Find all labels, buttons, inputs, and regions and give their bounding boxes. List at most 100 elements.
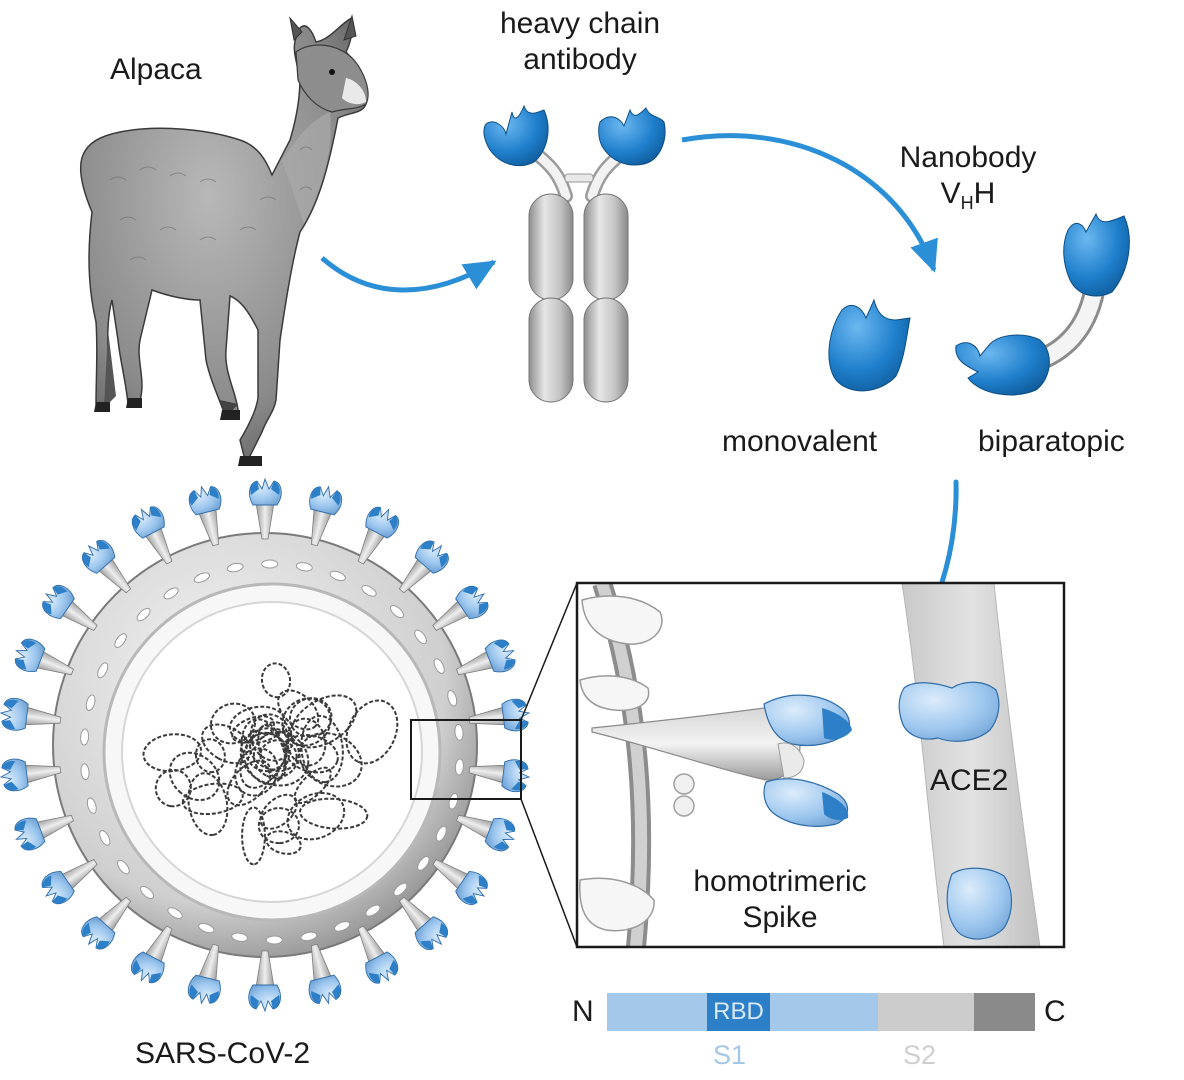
rbd-segment — [707, 993, 770, 1031]
rna-coil — [239, 721, 290, 789]
arrow-antibody-to-nanobody — [681, 133, 938, 273]
s1-label: S1 — [713, 1040, 747, 1070]
virus-spike — [456, 639, 516, 676]
spike-domain-bar — [607, 993, 1035, 1031]
rna-coil — [284, 733, 339, 774]
virus-spike — [82, 540, 132, 594]
zoom-line-top — [520, 582, 578, 721]
membrane-protein — [114, 633, 127, 648]
membrane-protein — [99, 830, 111, 846]
s2-segment-dark — [974, 993, 1035, 1031]
membrane-protein — [365, 904, 381, 917]
c-terminus-label: C — [1044, 995, 1066, 1028]
rna-coil — [194, 738, 226, 774]
membrane-protein — [261, 559, 279, 569]
heavy-chain-label-line2: antibody — [523, 43, 637, 76]
membrane-protein — [167, 907, 183, 919]
virus-spike — [308, 943, 342, 1005]
membrane-protein — [393, 882, 408, 897]
heavy-chain-label-line1: heavy chain — [499, 7, 661, 40]
virus-spike — [456, 814, 516, 852]
virus-spike — [398, 540, 449, 594]
membrane-protein — [80, 728, 90, 746]
virus-spike — [432, 585, 489, 631]
rna-coil — [293, 766, 332, 804]
rna-coil — [231, 715, 275, 744]
membrane-protein — [435, 825, 447, 842]
rna-coil — [299, 797, 369, 830]
sars-cov-2-virion — [0, 477, 531, 1013]
membrane-protein — [389, 604, 404, 619]
rna-coil — [239, 727, 310, 787]
zoom-line-bottom — [520, 798, 578, 948]
biparatopic-label: biparatopic — [978, 425, 1125, 458]
s2-label: S2 — [903, 1040, 937, 1070]
membrane-protein — [80, 763, 90, 781]
virus-spike — [357, 506, 399, 565]
nanobody-label-line1: Nanobody — [899, 141, 1037, 174]
membrane-protein — [198, 922, 215, 934]
rna-coil — [168, 751, 221, 802]
rna-coil — [249, 713, 294, 762]
membrane-protein — [329, 570, 346, 582]
spike-label-line1: homotrimeric — [693, 865, 867, 898]
virus-spike — [131, 925, 173, 984]
virus-spike — [131, 506, 173, 565]
heavy-chain-antibody-label: heavy chain antibody — [470, 6, 690, 78]
membrane-protein — [97, 662, 109, 679]
membrane-protein — [447, 690, 458, 707]
vhh-subscript: H — [960, 193, 974, 213]
rna-coil — [201, 723, 252, 765]
rna-coil — [345, 699, 399, 765]
membrane-protein — [414, 629, 427, 645]
s2-segment-light — [878, 993, 974, 1031]
virus-spike — [248, 950, 281, 1013]
spike-label-line2: Spike — [742, 901, 818, 934]
rna-coil — [281, 697, 332, 747]
membrane-protein — [163, 587, 179, 600]
membrane-protein — [454, 723, 464, 741]
ace2-label: ACE2 — [930, 764, 1009, 797]
arrow-alpaca-to-antibody — [320, 256, 497, 293]
rbd-label: RBD — [713, 998, 764, 1025]
rna-coil — [286, 717, 327, 767]
vhh-v: V — [940, 177, 961, 210]
vhh-h: H — [973, 177, 996, 210]
nanobody-label: Nanobody VHH — [888, 140, 1048, 221]
rna-coil — [249, 731, 290, 771]
virus-spike — [188, 485, 222, 547]
rna-coil — [252, 730, 300, 779]
membrane-protein — [454, 758, 464, 776]
sars-cov-2-label: SARS-CoV-2 — [135, 1037, 311, 1070]
virus-spike — [309, 485, 343, 547]
heavy-chain-antibody-illustration — [483, 104, 666, 403]
membrane-protein — [117, 859, 130, 875]
homotrimeric-spike-label: homotrimeric Spike — [670, 864, 890, 936]
rna-coil — [181, 782, 244, 816]
virus-spike — [81, 896, 132, 950]
membrane-protein — [448, 792, 459, 810]
rna-coil — [265, 830, 302, 855]
membrane-protein — [265, 935, 283, 945]
alpaca-illustration — [79, 14, 369, 467]
monovalent-nanobody-shape — [828, 298, 911, 392]
membrane-protein — [140, 885, 155, 900]
rna-coil — [142, 733, 203, 773]
membrane-protein — [417, 856, 430, 871]
rna-coil — [209, 702, 257, 745]
virus-spike — [398, 896, 448, 950]
membrane-protein — [226, 562, 244, 573]
membrane-protein — [86, 797, 97, 814]
biparatopic-nanobody-shape — [955, 212, 1130, 396]
rna-coil — [289, 694, 358, 749]
rna-coil — [300, 714, 344, 784]
virus-spike — [41, 859, 98, 905]
virus-spike — [0, 697, 62, 731]
virus-spike — [14, 814, 74, 851]
membrane-protein — [193, 572, 210, 583]
virus-spike — [42, 585, 98, 631]
membrane-protein — [295, 562, 313, 572]
virus-spike — [14, 638, 74, 676]
membrane-protein — [433, 658, 445, 674]
